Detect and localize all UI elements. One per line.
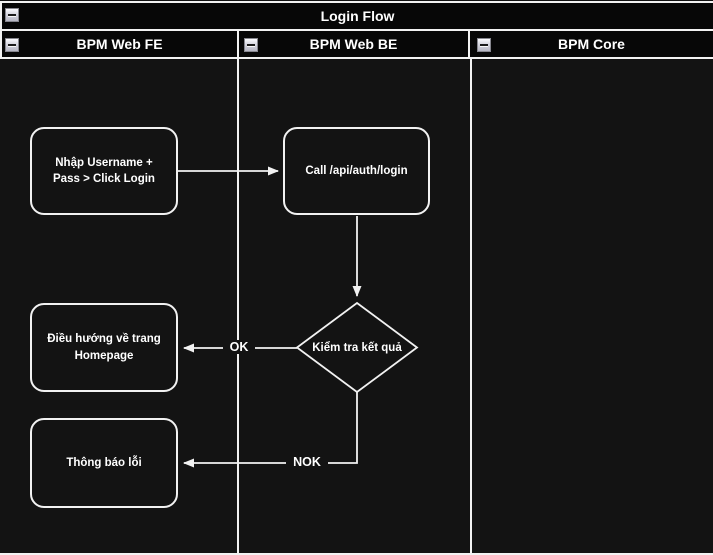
lane-header-bpm-core[interactable]: BPM Core xyxy=(470,31,713,57)
minus-icon xyxy=(8,44,16,46)
lane-header-bpm-web-be[interactable]: BPM Web BE xyxy=(239,31,470,57)
node-redirect-homepage[interactable]: Điều hướng về trang Homepage xyxy=(30,303,178,392)
lane-divider xyxy=(237,59,239,553)
node-label: Điều hướng về trang Homepage xyxy=(47,333,161,362)
lane-label: BPM Web BE xyxy=(309,36,398,52)
edge-label-ok[interactable]: OK xyxy=(223,340,255,354)
pool-bottom-border xyxy=(0,553,713,555)
lane-label: BPM Web FE xyxy=(76,36,163,52)
edge-label-nok[interactable]: NOK xyxy=(286,455,328,469)
lane-divider xyxy=(470,59,472,553)
edge-check-nok-to-error[interactable] xyxy=(183,392,358,468)
pool-title-label: Login Flow xyxy=(320,8,395,24)
minus-icon xyxy=(8,14,16,16)
node-call-login-api[interactable]: Call /api/auth/login xyxy=(283,127,430,215)
lane-fe-collapse-minus-icon[interactable] xyxy=(5,38,19,52)
lane-header-bpm-web-fe[interactable]: BPM Web FE xyxy=(0,31,239,57)
lane-core-collapse-minus-icon[interactable] xyxy=(477,38,491,52)
node-label: Nhập Username + Pass > Click Login xyxy=(53,156,155,185)
lane-label: BPM Core xyxy=(558,36,625,52)
lane-header-row: BPM Web FE BPM Web BE BPM Core xyxy=(0,31,713,59)
node-show-error[interactable]: Thông báo lỗi xyxy=(30,418,178,508)
node-label: Call /api/auth/login xyxy=(305,164,408,177)
pool-title-bar[interactable]: Login Flow xyxy=(0,1,713,31)
lane-be-collapse-minus-icon[interactable] xyxy=(244,38,258,52)
minus-icon xyxy=(480,44,488,46)
pool-collapse-minus-icon[interactable] xyxy=(5,8,19,22)
node-label: Thông báo lỗi xyxy=(66,456,142,469)
minus-icon xyxy=(247,44,255,46)
node-check-result-decision[interactable]: Kiểm tra kết quả xyxy=(297,303,417,392)
node-enter-credentials[interactable]: Nhập Username + Pass > Click Login xyxy=(30,127,178,215)
node-label: Kiểm tra kết quả xyxy=(312,341,402,354)
